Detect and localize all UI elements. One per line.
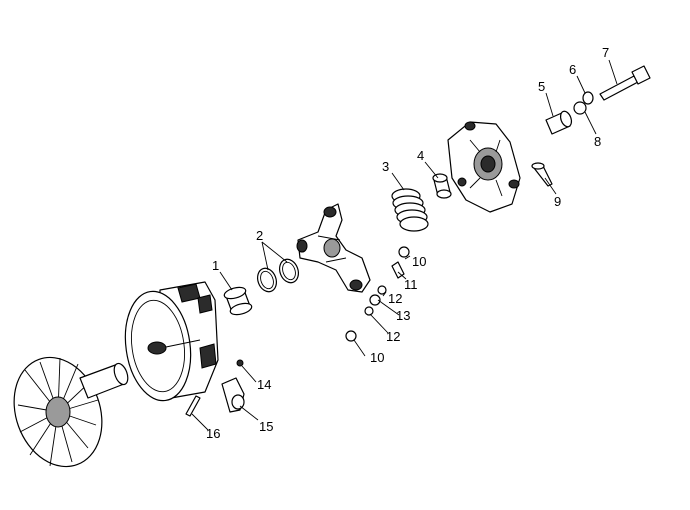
callout-16: 16 — [206, 426, 220, 441]
washer-part-6 — [582, 91, 594, 105]
pin-part-16 — [185, 395, 201, 417]
cover-plate — [447, 121, 521, 213]
fixed-sheave-fan — [13, 356, 129, 468]
callout-7: 7 — [602, 45, 609, 60]
bushing-part-1 — [223, 286, 253, 316]
callout-10-upper: 10 — [412, 254, 426, 269]
callout-11: 11 — [404, 277, 418, 292]
callout-14: 14 — [257, 377, 271, 392]
nut-part-14 — [236, 359, 244, 367]
callout-15: 15 — [259, 419, 273, 434]
callout-4: 4 — [417, 148, 424, 163]
weight-part-15 — [221, 377, 245, 413]
callout-1: 1 — [212, 258, 219, 273]
leader-lines — [191, 59, 618, 431]
bolt-part-7 — [599, 65, 651, 101]
washer-part-8 — [573, 101, 587, 115]
spider-cam-arm — [296, 203, 371, 293]
callout-2: 2 — [256, 228, 263, 243]
washer-part-12-lower — [364, 306, 374, 316]
screw-part-11 — [391, 261, 405, 279]
nut-part-10-upper — [398, 246, 410, 258]
callout-12-lower: 12 — [386, 329, 400, 344]
callout-13: 13 — [396, 308, 410, 323]
callout-6: 6 — [569, 62, 576, 77]
washer-part-12-upper — [377, 285, 387, 295]
nut-part-10-lower — [345, 330, 357, 342]
washers-part-2 — [256, 258, 300, 293]
pin-part-9 — [531, 162, 553, 187]
callout-8: 8 — [594, 134, 601, 149]
callout-3: 3 — [382, 159, 389, 174]
callout-10-lower: 10 — [370, 350, 384, 365]
callout-12-upper: 12 — [388, 291, 402, 306]
callout-labels: 1 2 3 4 5 6 7 8 9 10 11 12 13 12 10 14 1… — [206, 45, 609, 441]
callout-9: 9 — [554, 194, 561, 209]
movable-sheave — [124, 281, 219, 402]
callout-5: 5 — [538, 79, 545, 94]
bushing-part-4 — [432, 173, 452, 199]
sleeve-part-5 — [545, 110, 573, 135]
roller-part-13 — [369, 294, 381, 306]
spring-part-3 — [391, 188, 429, 232]
